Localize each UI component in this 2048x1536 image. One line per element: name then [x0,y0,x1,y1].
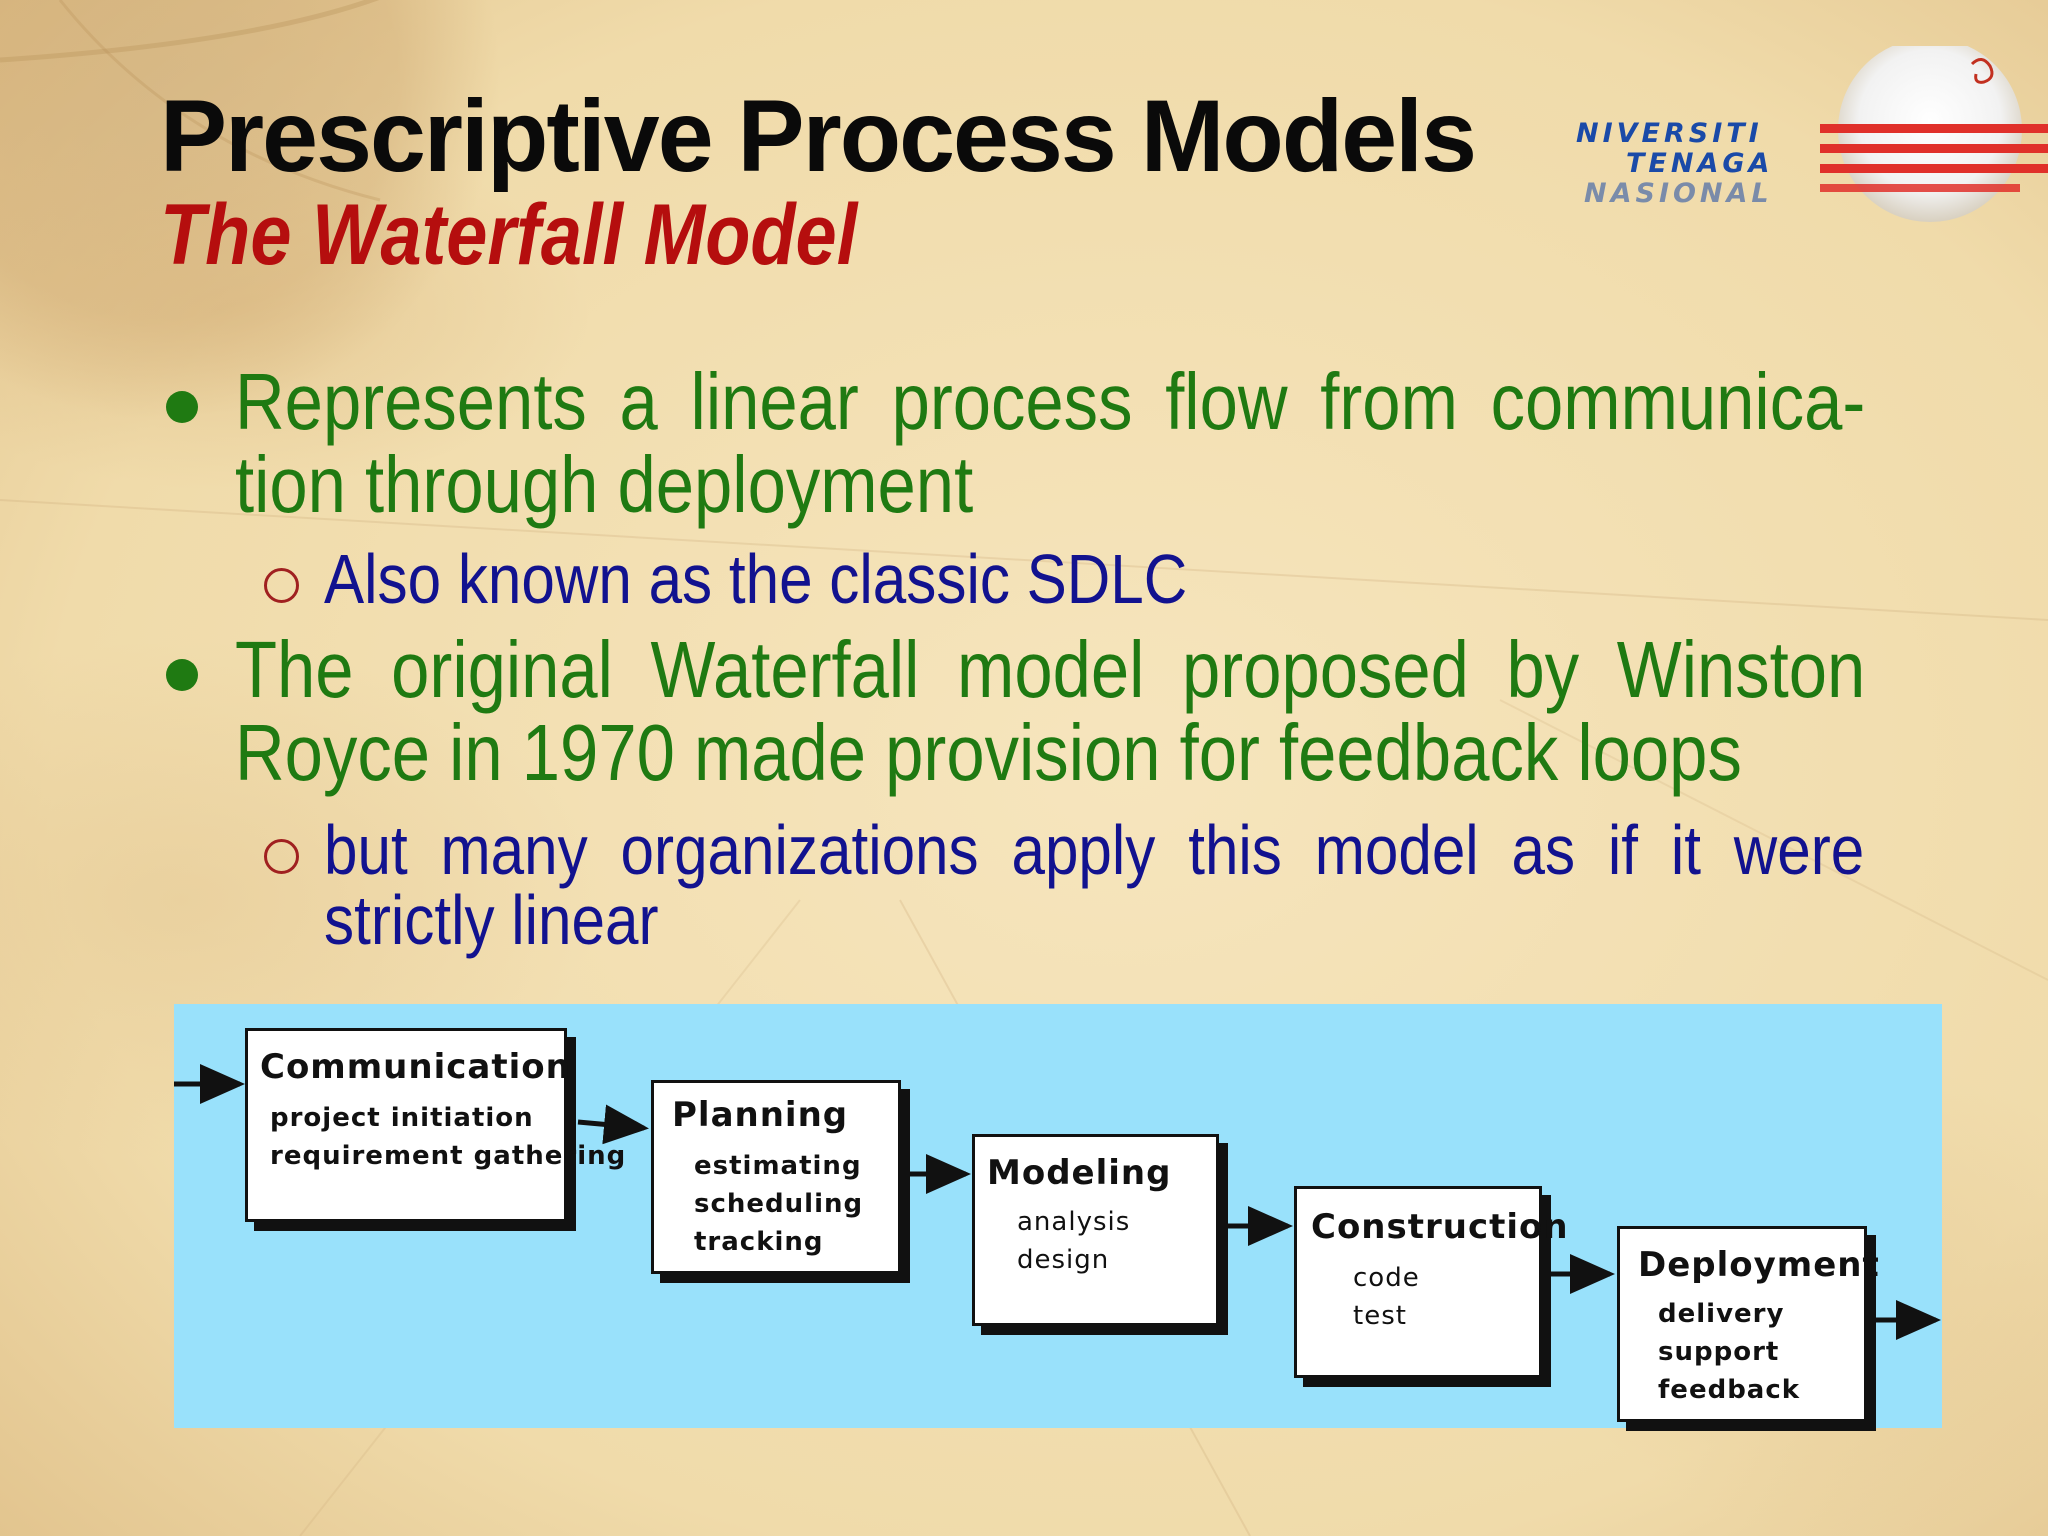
stage-item: feedback [1658,1375,1801,1405]
stage-construction: Construction code test [1294,1186,1568,1378]
stage-item: delivery [1658,1299,1785,1329]
slide-title: Prescriptive Process Models [160,79,1477,193]
bullet-dot [166,659,198,691]
stage-item: scheduling [694,1189,864,1219]
stage-title: Modeling [987,1153,1172,1193]
sub-bullet-circle [264,839,299,874]
stage-item: project initiation [270,1103,534,1133]
stage-planning: Planning estimating scheduling tracking [651,1080,901,1274]
bullet-item: The original Waterfall model proposed by… [235,628,1865,794]
stage-item: code [1353,1263,1420,1293]
logo-text-line1: NIVERSITI [1576,118,1763,149]
stage-title: Construction [1311,1207,1569,1247]
bullet-item: Represents a linear process flow from co… [235,360,1865,526]
sub-bullet-item: Also known as the classic SDLC [324,544,1864,614]
stage-deployment: Deployment delivery support feedback [1617,1226,1879,1422]
logo-text-line3: NASIONAL [1584,178,1773,209]
logo-graphic [1820,46,2048,222]
stage-communication: Communication project initiation require… [245,1028,625,1222]
stage-item: analysis [1017,1207,1131,1237]
stage-item: design [1017,1245,1110,1275]
sub-bullet-text: Also known as the classic SDLC [324,540,1188,618]
stage-modeling: Modeling analysis design [972,1134,1219,1326]
stage-title: Deployment [1638,1245,1880,1285]
waterfall-diagram: Communication project initiation require… [174,1004,1942,1428]
stage-title: Planning [672,1095,849,1135]
stage-item: tracking [694,1227,824,1257]
bullet-text: Represents a linear process flow from co… [235,357,1866,529]
stage-title: Communication [260,1047,571,1087]
sub-bullet-text: but many organizations apply this model … [324,811,1865,959]
bullet-text: The original Waterfall model proposed by… [235,625,1866,797]
stage-item: support [1658,1337,1780,1367]
stage-item: test [1353,1301,1407,1331]
sub-bullet-circle [264,568,299,603]
logo-text-line2: TENAGA [1626,148,1774,179]
slide-subtitle: The Waterfall Model [160,187,858,283]
stage-item: estimating [694,1151,862,1181]
university-logo: NIVERSITI TENAGA NASIONAL [1570,46,2048,226]
stage-item: requirement gathering [270,1141,627,1171]
sub-bullet-item: but many organizations apply this model … [324,815,1864,955]
bullet-dot [166,391,198,423]
arrow-communication-planning [577,1104,649,1145]
